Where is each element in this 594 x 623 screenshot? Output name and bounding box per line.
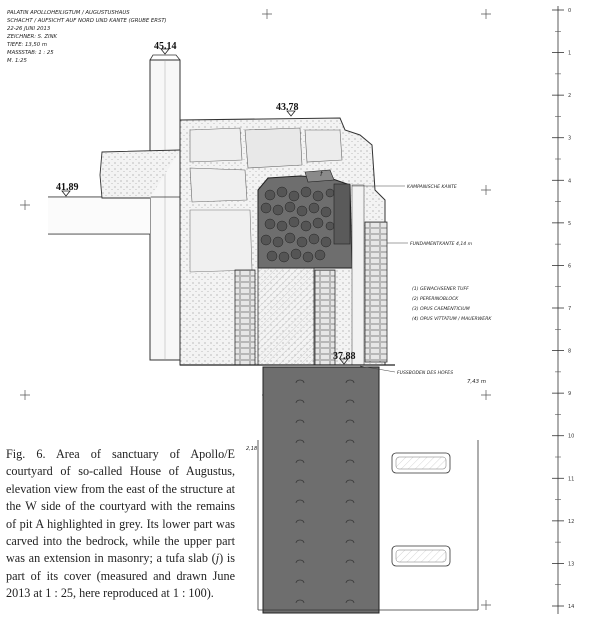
elevation-label-37-88: 37.88 <box>333 351 356 362</box>
annotation-left-mark: 2,18 <box>246 446 257 452</box>
header-notes: PALATIN APOLLOHEILIGTUM / AUGUSTUSHAUS S… <box>6 10 167 64</box>
handwritten-annotations: KAMPANISCHE KANTE FUNDAMENTKANTE 4,14 m … <box>246 170 492 452</box>
scale-label: 7 <box>568 306 571 312</box>
annotation-bottom: FUSSBODEN DES HOFES <box>397 370 453 376</box>
legend-line: (3) OPUS CAEMENTICIUM <box>412 306 470 312</box>
scale-label: 14 <box>568 604 574 610</box>
elevation-marks <box>61 48 349 365</box>
slab-label: f <box>320 170 324 178</box>
cross-section-sketches <box>391 452 451 567</box>
header-note-line: TIEFE: 13,50 m <box>7 42 47 48</box>
scale-label: 1 <box>568 51 571 57</box>
scale-label: 11 <box>568 476 574 482</box>
legend-line: (2) PEPERINOBLOCK <box>412 296 459 302</box>
header-note-line: MASSSTAB: 1 : 25 <box>7 50 54 56</box>
caption-fig-number: Fig. 6. <box>6 447 46 461</box>
scale-label: 0 <box>568 8 571 14</box>
scale-label: 4 <box>568 178 571 184</box>
scale-label: 10 <box>568 434 574 440</box>
scale-label: 8 <box>568 349 571 355</box>
caption-text: Area of sanctuary of Apollo/E courtyard … <box>6 447 236 566</box>
right-wall <box>351 184 388 366</box>
elevation-label-41-89: 41.89 <box>56 182 79 193</box>
elevation-label-45-14: 45.14 <box>154 41 177 52</box>
scale-label: 13 <box>568 561 574 567</box>
caption-j: j <box>215 551 220 566</box>
shaft-left-outline <box>257 440 479 611</box>
annotation-top: KAMPANISCHE KANTE <box>407 184 457 190</box>
pit-a-lower-shaft <box>262 366 380 614</box>
annotation-depth: 7,43 m <box>467 379 486 385</box>
mid-masonry <box>234 267 336 366</box>
header-note-line: ZEICHNER: S. ZINK <box>6 34 58 40</box>
legend-line: (1) GEWACHSENER TUFF <box>412 286 469 292</box>
elevation-label-43-78: 43.78 <box>276 102 299 113</box>
header-note-line: SCHACHT / AUFSICHT AUF NORD UND KANTE (G… <box>7 18 167 24</box>
scale-label: 3 <box>568 136 571 142</box>
scale-label: 5 <box>568 221 571 227</box>
annotation-mid: FUNDAMENTKANTE 4,14 m <box>410 241 473 247</box>
caption-text-end: ) is part of its cover (measured and dra… <box>6 551 236 601</box>
scale-label: 6 <box>568 263 571 269</box>
header-note-line: PALATIN APOLLOHEILIGTUM / AUGUSTUSHAUS <box>7 10 130 16</box>
header-note-line: 22-26 JUNI 2013 <box>7 26 51 32</box>
pit-a-upper-masonry <box>257 169 353 269</box>
pillar-structure <box>149 54 181 361</box>
header-note-line: M. 1:25 <box>7 58 27 64</box>
scale-label: 9 <box>568 391 571 397</box>
legend-line: (4) OPUS VITTATUM / MAUERWERK <box>412 316 492 322</box>
figure-caption: Fig. 6. Area of sanctuary of Apollo/E co… <box>6 446 235 603</box>
scale-label: 2 <box>568 93 571 99</box>
level-line-left <box>48 196 262 235</box>
scale-label: 12 <box>568 519 574 525</box>
